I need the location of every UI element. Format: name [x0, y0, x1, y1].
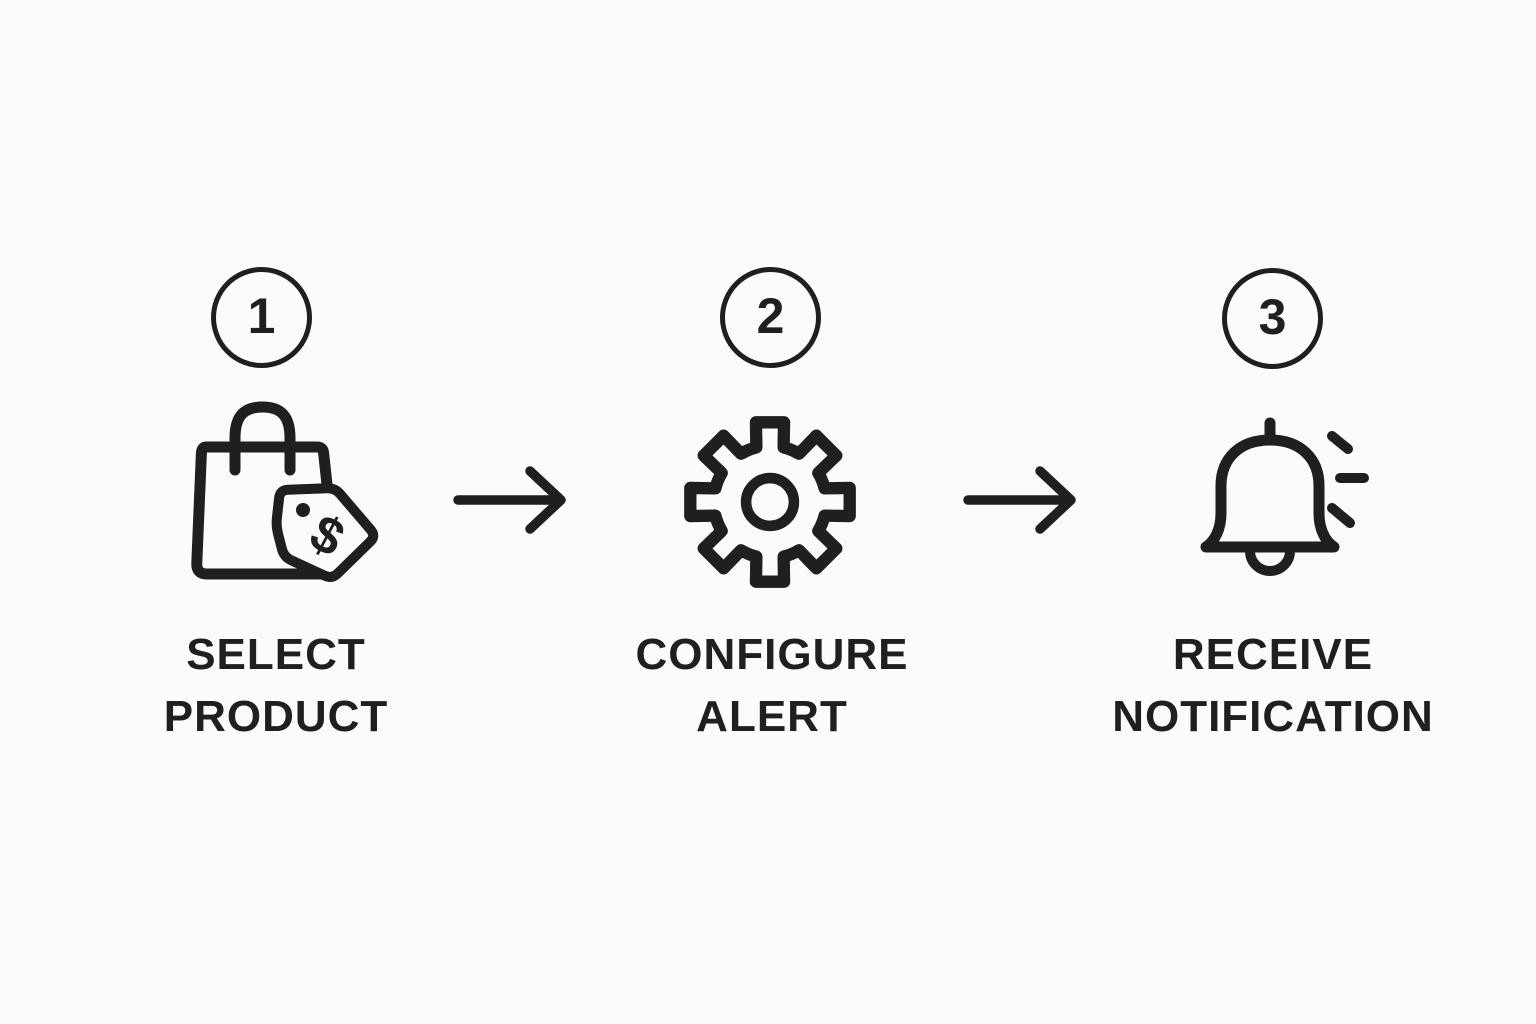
step-number: 2 [756, 288, 785, 344]
bell-notification-icon [1200, 417, 1369, 576]
price-tag: $ [271, 483, 379, 582]
arrow-right-icon [963, 466, 1076, 534]
label-line: ALERT [696, 692, 848, 741]
step-1-number-badge: 1 [211, 267, 312, 368]
step-2-number-badge: 2 [720, 267, 821, 368]
step-number: 3 [1258, 289, 1287, 345]
step-3-label: RECEIVE NOTIFICATION [1023, 624, 1523, 748]
sound-rays [1327, 431, 1369, 528]
label-line: PRODUCT [163, 692, 389, 741]
step-number: 1 [247, 288, 276, 344]
label-line: RECEIVE [1172, 630, 1374, 679]
arrow-right-icon [453, 466, 566, 534]
label-line: CONFIGURE [635, 630, 909, 679]
tag-hole [296, 503, 310, 517]
step-3-number-badge: 3 [1222, 268, 1323, 369]
shopping-bag-price-tag-icon: $ [191, 401, 379, 582]
gear-icon [684, 416, 856, 588]
step-2-label: CONFIGURE ALERT [522, 624, 1022, 748]
step-1-label: SELECT PRODUCT [26, 624, 526, 748]
label-line: SELECT [186, 630, 366, 679]
label-line: NOTIFICATION [1112, 692, 1434, 741]
